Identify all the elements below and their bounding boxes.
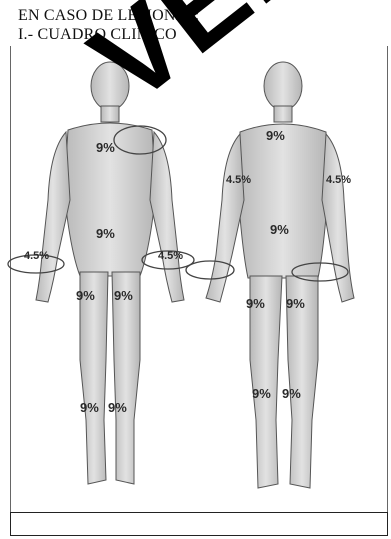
front-arm-right (150, 132, 184, 302)
back-thigh-right-percent: 9% (286, 296, 305, 311)
front-head-percent: 9% (96, 140, 115, 155)
back-arm-left-percent: 4.5% (226, 174, 251, 186)
front-thigh-right-percent: 9% (114, 288, 133, 303)
front-thigh-left-percent: 9% (76, 288, 95, 303)
back-head-percent: 9% (266, 128, 285, 143)
back-neck (274, 106, 292, 122)
front-torso-percent: 9% (96, 226, 115, 241)
back-body-figure (206, 62, 354, 488)
back-torso-percent: 9% (270, 222, 289, 237)
front-leg-left (80, 272, 108, 484)
back-shin-right-percent: 9% (282, 386, 301, 401)
back-head (264, 62, 302, 110)
back-torso (238, 124, 328, 278)
front-arm-left-percent: 4.5% (24, 250, 49, 262)
front-shin-left-percent: 9% (80, 400, 99, 415)
back-shin-left-percent: 9% (252, 386, 271, 401)
back-arm-right (322, 134, 354, 302)
front-shin-right-percent: 9% (108, 400, 127, 415)
front-body-figure (36, 62, 184, 484)
front-neck (101, 106, 119, 122)
front-arm-left (36, 132, 70, 302)
front-leg-right (112, 272, 140, 484)
front-arm-right-percent: 4.5% (158, 250, 183, 262)
back-thigh-left-percent: 9% (246, 296, 265, 311)
back-arm-right-percent: 4.5% (326, 174, 351, 186)
